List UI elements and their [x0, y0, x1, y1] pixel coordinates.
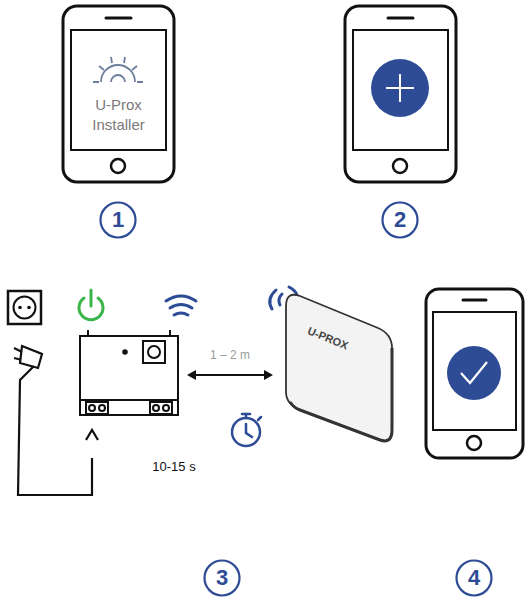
- phone-outline: [345, 6, 456, 182]
- phone-outline: [63, 6, 174, 182]
- callout-number: 3: [216, 567, 228, 589]
- callout-number: 1: [112, 209, 124, 231]
- gear-icon: [93, 57, 143, 82]
- time-label: 10-15 s: [150, 459, 197, 474]
- add-icon: [371, 59, 429, 117]
- check-icon: [447, 346, 501, 400]
- step-number: 3: [203, 559, 241, 597]
- relay-device: [80, 330, 178, 415]
- step-number: 1: [99, 201, 137, 239]
- hub-device: [286, 295, 392, 441]
- distance-arrow: [187, 370, 273, 380]
- step-number: 4: [455, 559, 493, 597]
- callout-number: 2: [394, 209, 406, 231]
- app-label-box: U-Prox Installer: [74, 85, 164, 145]
- phone-outline: [426, 289, 523, 458]
- socket-icon: [8, 291, 41, 324]
- step-number: 2: [381, 201, 419, 239]
- distance-label: 1 – 2 m: [208, 348, 252, 362]
- stopwatch-icon: [232, 414, 261, 446]
- wifi-icon: [166, 296, 196, 315]
- power-icon: [79, 290, 103, 320]
- callout-number: 4: [468, 567, 480, 589]
- app-name: U-Prox Installer: [83, 95, 155, 136]
